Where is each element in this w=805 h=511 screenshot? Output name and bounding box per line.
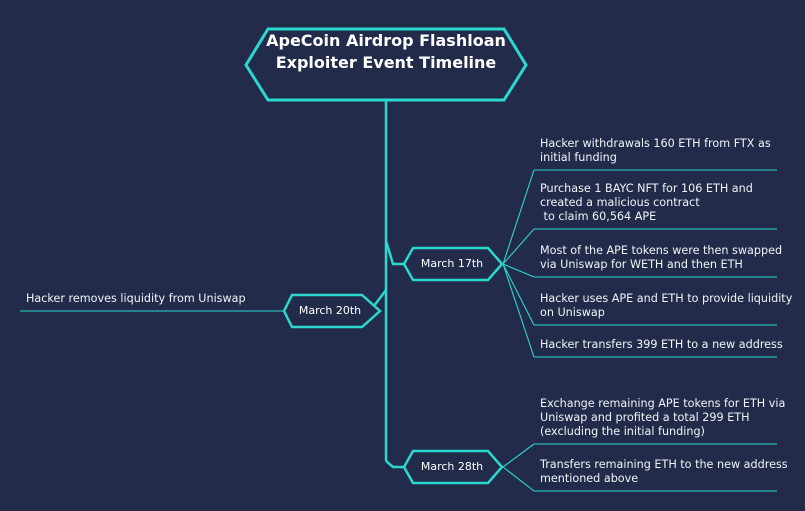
event-m17-2: Purchase 1 BAYC NFT for 106 ETH and crea…: [540, 182, 753, 223]
event-m17-4: Hacker uses APE and ETH to provide liqui…: [540, 292, 793, 319]
connector-m17-5: [502, 263, 535, 358]
branch-march17: [384, 240, 404, 266]
connector-m28-2: [502, 466, 535, 492]
connector-m17-4: [502, 263, 535, 326]
node-march17-label: March 17th: [420, 257, 484, 270]
title-hexagon: [244, 27, 528, 102]
node-march28-shape: [402, 449, 504, 485]
event-m28-2: Transfers remaining ETH to the new addre…: [540, 458, 788, 485]
node-march28-label: March 28th: [420, 460, 484, 473]
event-m20-1: Hacker removes liquidity from Uniswap: [26, 292, 246, 305]
connector-m17-1: [502, 169, 535, 265]
node-march17-shape: [402, 246, 504, 282]
connector-m28-1: [502, 443, 535, 468]
connector-m17-2: [502, 228, 535, 265]
title-line-2: Exploiter Event Timeline: [275, 53, 497, 72]
node-march20-label: March 20th: [298, 304, 362, 317]
connector-m17-3: [502, 263, 535, 278]
branch-march28: [385, 460, 404, 469]
event-m17-1: Hacker withdrawals 160 ETH from FTX as i…: [540, 137, 771, 164]
title-line-1: ApeCoin Airdrop Flashloan: [266, 31, 506, 50]
diagram-title: ApeCoin Airdrop Flashloan Exploiter Even…: [250, 30, 522, 74]
event-m17-5: Hacker transfers 399 ETH to a new addres…: [540, 338, 783, 351]
event-m28-1: Exchange remaining APE tokens for ETH vi…: [540, 397, 786, 438]
event-m17-3: Most of the APE tokens were then swapped…: [540, 244, 783, 271]
